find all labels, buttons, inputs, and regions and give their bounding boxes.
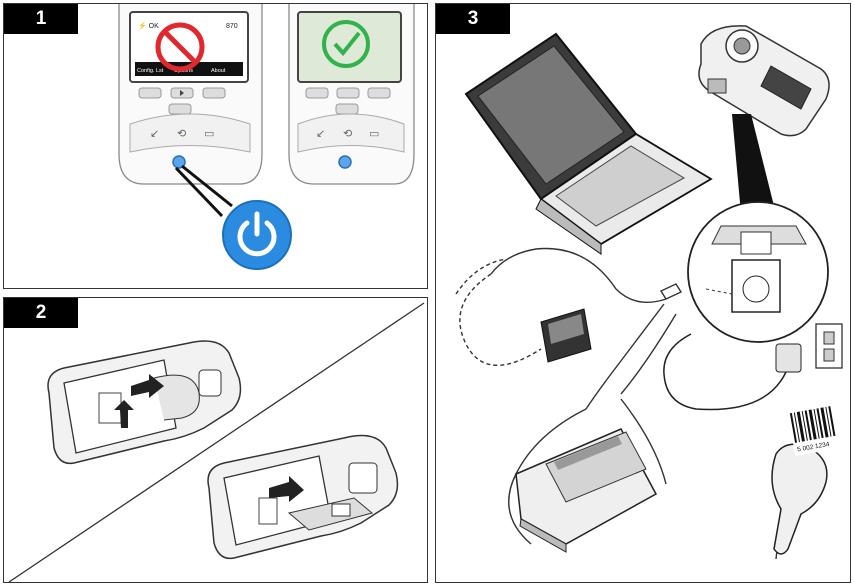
softkey-1: Config. Lst: [137, 68, 164, 74]
svg-text:↙: ↙: [316, 128, 325, 140]
step-3-illustration: 5 002 1234: [455, 25, 843, 560]
prohibited-icon: [155, 22, 205, 72]
power-button-callout: [222, 200, 292, 270]
meter-left: ⚡ OK 870 Config. Lst Options About ↙ ⟲ ▭: [118, 4, 263, 218]
step-number-badge: 3: [436, 4, 510, 34]
laptop-illustration: [464, 32, 713, 255]
usb-module-illustration: [540, 308, 592, 363]
panel-step-1: 1 ⚡ OK 870 Config. Lst Options About ↙ ⟲…: [3, 3, 428, 289]
svg-text:⟲: ⟲: [177, 128, 186, 140]
barcode-label: 5 002 1234: [787, 402, 843, 456]
spectrophotometer-illustration: [698, 25, 830, 137]
softkey-3: About: [211, 68, 226, 74]
printer-illustration: [515, 428, 658, 553]
svg-text:▭: ▭: [204, 128, 214, 140]
step-2-illustration: [8, 302, 425, 582]
screen-header-left: ⚡ OK: [138, 21, 159, 30]
meter-back-upper: [47, 340, 242, 465]
step-1-illustration: ⚡ OK 870 Config. Lst Options About ↙ ⟲ ▭: [118, 4, 415, 270]
meter-back-lower: [207, 434, 399, 560]
connector-zoom-callout: [687, 114, 829, 343]
barcode-scanner-illustration: [771, 443, 828, 555]
checkmark-icon: [322, 20, 370, 68]
meter-right: ↙ ⟲ ▭: [288, 4, 415, 185]
svg-text:⟲: ⟲: [343, 128, 352, 140]
panel-step-2: 2: [3, 297, 428, 583]
power-icon: [237, 220, 277, 257]
screen-header-right: 870: [226, 23, 238, 30]
panel-step-3: 3: [435, 3, 851, 583]
step-number-badge: 2: [4, 298, 78, 328]
svg-text:↙: ↙: [150, 128, 159, 140]
step-number-badge: 1: [4, 4, 78, 34]
power-adapter-illustration: [663, 323, 843, 411]
svg-text:▭: ▭: [369, 128, 379, 140]
